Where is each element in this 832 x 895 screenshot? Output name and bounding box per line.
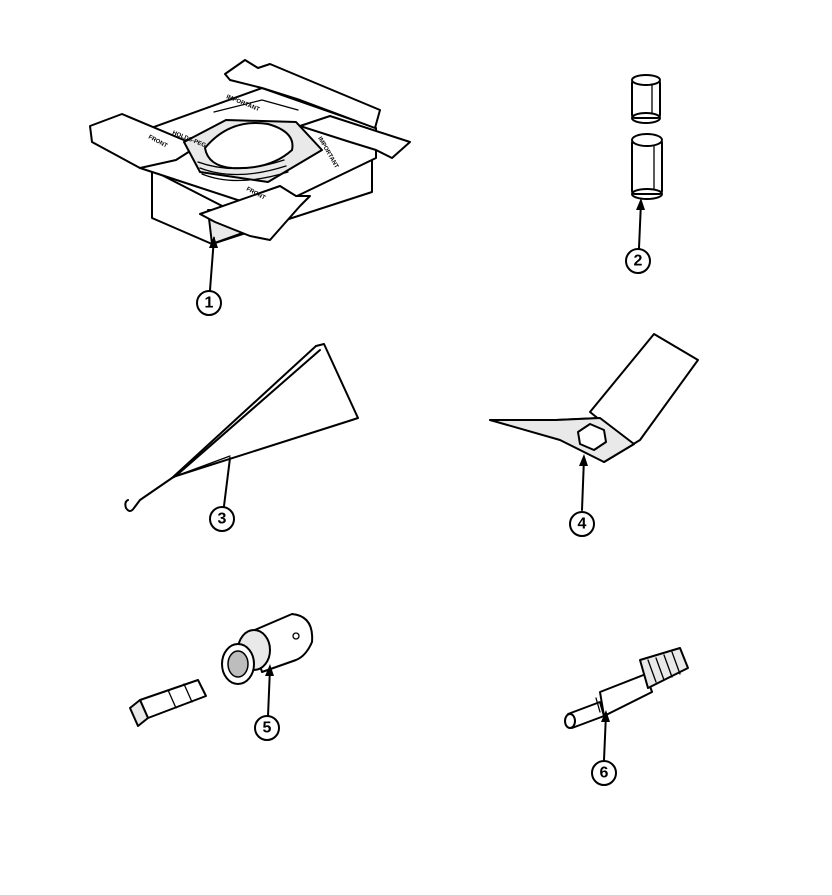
callout-5: 5 (254, 715, 280, 741)
callout-4: 4 (569, 511, 595, 537)
callout-3: 3 (209, 506, 235, 532)
svg-text:6: 6 (600, 765, 609, 782)
svg-text:4: 4 (578, 516, 587, 533)
pin-sleeves-icon (631, 74, 663, 200)
leader-1 (209, 236, 218, 291)
leader-2 (636, 198, 645, 249)
socket-and-torx-bit-icon (129, 613, 314, 727)
leader-4 (579, 454, 588, 511)
drive-block-tool-icon: IMPORTANT IMPORTANT FRONT FRONT HOLDS-PE… (89, 59, 411, 245)
leader-6 (601, 710, 610, 761)
callout-6: 6 (591, 760, 617, 786)
svg-text:5: 5 (263, 720, 272, 737)
callout-1: 1 (196, 290, 222, 316)
bent-spanner-tool-icon (489, 333, 699, 463)
svg-text:1: 1 (205, 295, 214, 312)
callout-2: 2 (625, 248, 651, 274)
spline-shaft-icon (564, 647, 689, 729)
svg-text:2: 2 (634, 253, 643, 270)
svg-text:3: 3 (218, 511, 227, 528)
wire-hook-tool-icon (124, 343, 359, 512)
leader-5 (265, 664, 274, 717)
leader-3 (223, 457, 231, 507)
